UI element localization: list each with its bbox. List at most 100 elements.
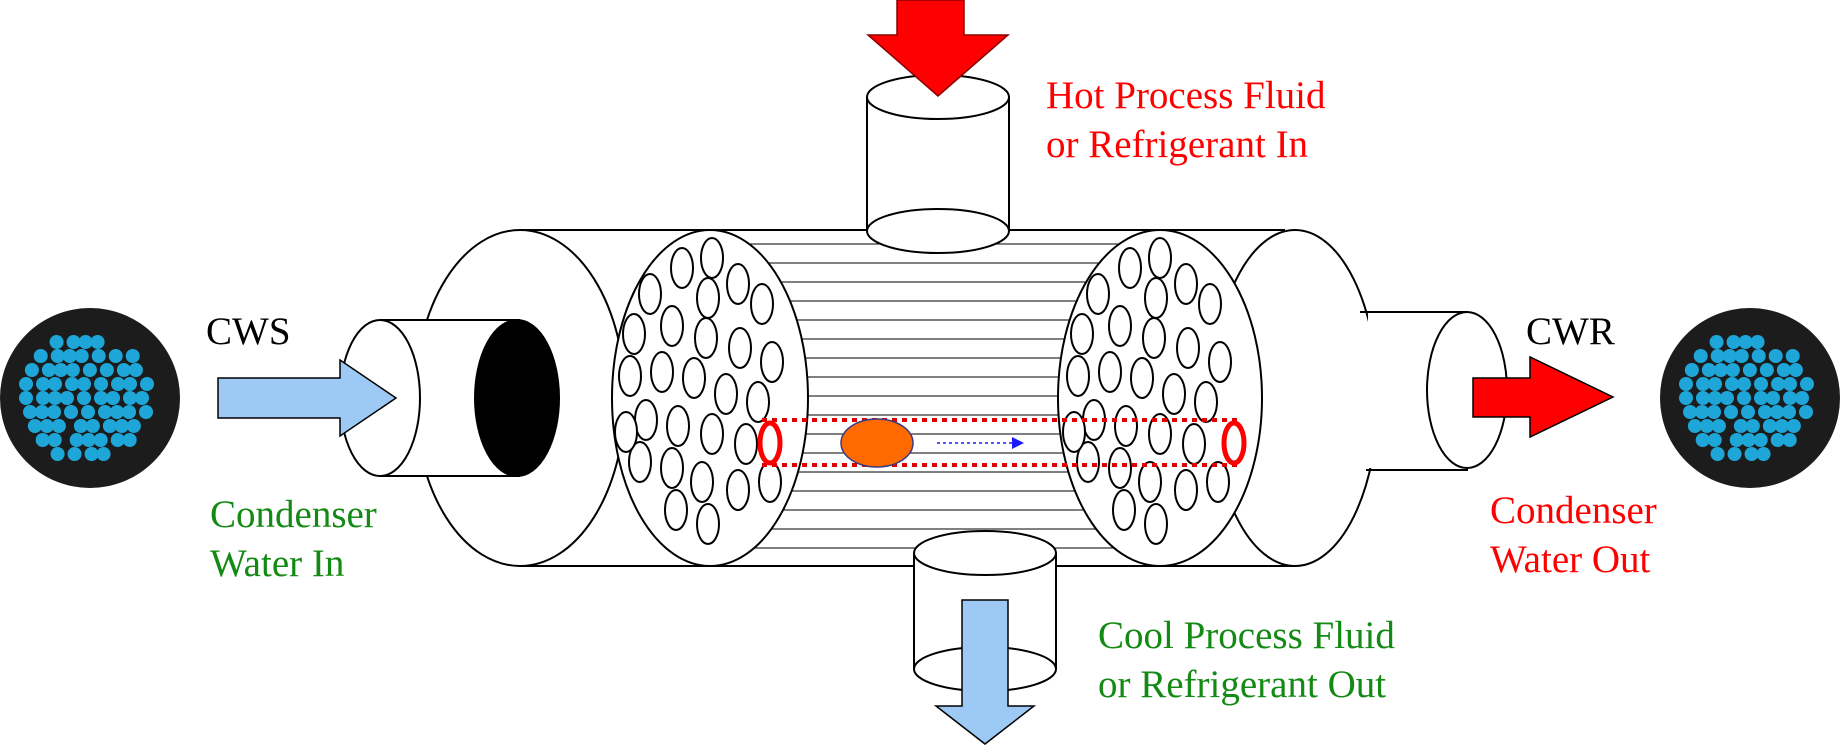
tube-hole — [1070, 313, 1094, 355]
cleaning-ball — [91, 349, 106, 363]
tube-hole — [614, 411, 638, 453]
cleaning-ball — [1693, 349, 1708, 363]
cleaning-ball — [47, 405, 62, 419]
cleaning-ball — [1727, 447, 1742, 461]
tube-hole — [622, 313, 646, 355]
cleaning-ball — [51, 419, 66, 433]
cleaning-ball — [1770, 405, 1785, 419]
tube-hole — [634, 399, 658, 441]
tube-hole — [700, 413, 724, 455]
tube-hole — [1108, 447, 1132, 489]
cleaning-ball — [1696, 391, 1710, 405]
tube-hole — [726, 469, 750, 511]
hot-inlet-label-line1: Hot Process Fluid — [1046, 74, 1326, 117]
tube-hole — [694, 317, 718, 359]
tube-hole — [1144, 277, 1168, 319]
cleaning-ball — [1725, 377, 1740, 391]
cool-outlet-label-line2: or Refrigerant Out — [1098, 663, 1386, 706]
cleaning-ball — [1774, 419, 1789, 433]
cleaning-ball — [1751, 349, 1766, 363]
tube-hole — [1144, 503, 1168, 545]
cleaning-ball — [1707, 433, 1722, 447]
right-outlet-nozzle — [1360, 311, 1508, 471]
cleaning-ball — [81, 405, 96, 419]
cleaning-ball — [1687, 419, 1702, 433]
tube-hole — [1174, 469, 1198, 511]
cleaning-ball — [96, 447, 111, 461]
tube-hole — [750, 283, 774, 325]
cleaning-ball — [90, 335, 105, 349]
cleaning-ball — [1756, 447, 1771, 461]
cleaning-ball — [1709, 335, 1724, 349]
tube-hole — [760, 341, 784, 383]
cleaning-ball — [1710, 349, 1725, 363]
cleaning-ball — [125, 349, 140, 363]
cleaning-ball — [1782, 405, 1797, 419]
cleaning-ball — [1734, 349, 1749, 363]
cleaning-ball — [99, 363, 114, 377]
tube-hole — [666, 405, 690, 447]
tube-hole — [700, 237, 724, 279]
cleaning-ball — [1722, 349, 1737, 363]
cleaning-ball — [1783, 377, 1798, 391]
tube-hole — [664, 489, 688, 531]
cleaning-ball — [50, 447, 65, 461]
cleaning-ball — [1744, 447, 1759, 461]
cleaning-ball — [126, 419, 141, 433]
cleaning-ball — [64, 405, 79, 419]
cleaning-ball — [1679, 391, 1693, 405]
cleaning-ball — [74, 349, 89, 363]
cleaning-ball — [1741, 405, 1756, 419]
cleaning-ball — [1720, 391, 1734, 405]
cleaning-ball — [1741, 433, 1756, 447]
cleaning-ball — [1699, 419, 1714, 433]
cleaning-ball — [85, 419, 100, 433]
tube-hole — [1174, 263, 1198, 305]
left-tube-sheet — [611, 229, 809, 567]
cleaning-ball — [77, 377, 92, 391]
cleaning-ball — [1684, 363, 1699, 377]
cleaning-ball — [78, 335, 93, 349]
tube-hole — [728, 327, 752, 369]
cleaning-ball — [19, 391, 33, 405]
cleaning-ball — [81, 433, 96, 447]
tube-hole — [660, 447, 684, 489]
cleaning-ball — [27, 419, 42, 433]
cwr-label: CWR — [1526, 310, 1615, 353]
cool-outlet-arrow — [933, 599, 1037, 745]
tube-hole — [1198, 283, 1222, 325]
cleaning-ball — [47, 433, 62, 447]
tube-hole — [1162, 373, 1186, 415]
condenser-out-label-line1: Condenser — [1490, 489, 1657, 532]
hot-inlet-label-line2: or Refrigerant In — [1046, 123, 1308, 166]
cleaning-ball — [122, 405, 137, 419]
cleaning-ball — [1768, 349, 1783, 363]
cleaning-ball — [1753, 433, 1768, 447]
cleaning-ball — [1800, 377, 1815, 391]
cleaning-ball — [19, 377, 34, 391]
cleaning-ball — [140, 377, 155, 391]
cleaning-ball — [1683, 405, 1698, 419]
cleaning-ball — [98, 405, 113, 419]
cleaning-ball — [1701, 363, 1716, 377]
cleaning-ball — [1770, 433, 1785, 447]
cleaning-ball — [1750, 335, 1765, 349]
cleaning-ball — [1724, 405, 1739, 419]
tube-hole — [1130, 357, 1154, 399]
cleaning-ball — [66, 335, 81, 349]
cleaning-ball — [128, 363, 143, 377]
cleaning-ball — [135, 391, 149, 405]
cleaning-ball — [1788, 363, 1803, 377]
cleaning-ball — [123, 391, 137, 405]
cleaning-ball — [110, 405, 125, 419]
cleaning-ball — [39, 419, 54, 433]
cleaning-balls-icon — [1660, 308, 1840, 488]
cleaning-ball — [1726, 335, 1741, 349]
cleaning-ball — [1695, 433, 1710, 447]
cleaning-ball — [36, 391, 50, 405]
cleaning-ball — [94, 377, 109, 391]
tube-hole — [696, 277, 720, 319]
cleaning-ball-in-tube — [840, 418, 914, 468]
cleaning-ball — [1713, 363, 1728, 377]
